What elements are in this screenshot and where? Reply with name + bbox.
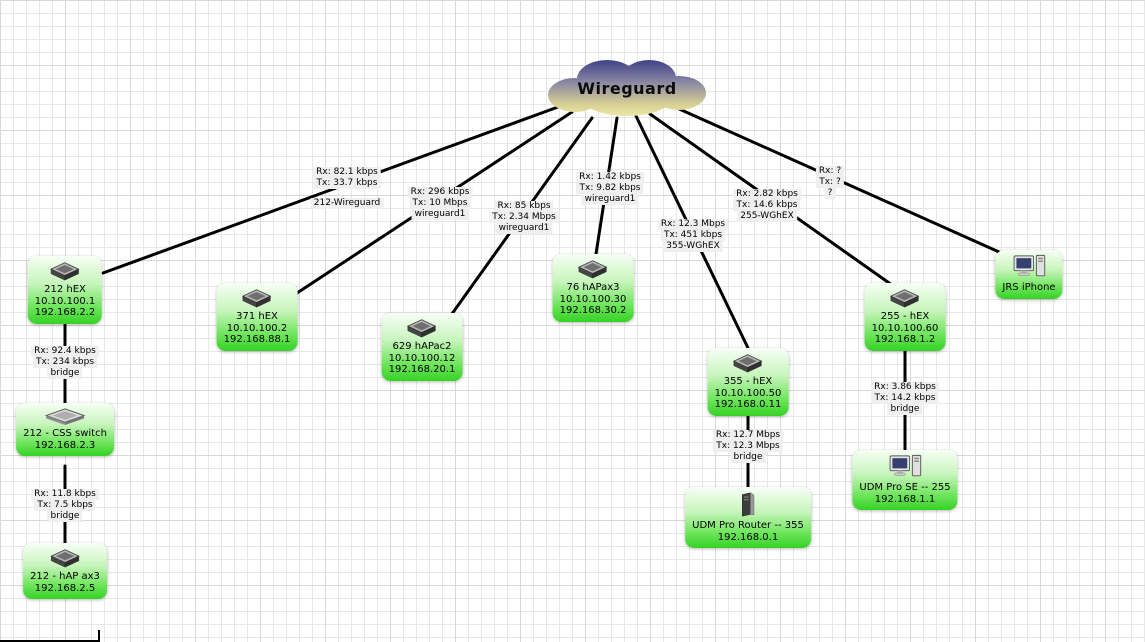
device-name: 212 hEX [44,284,86,295]
device-name: JRS iPhone [1002,282,1056,293]
device-355-hex[interactable]: 355 - hEX 10.10.100.50 192.168.0.11 [707,348,789,416]
device-address: 10.10.100.1 [34,295,96,307]
link-rx: Rx: ? [815,166,845,177]
link-rx: Rx: 11.8 kbps [31,489,99,500]
link-rx: Rx: 2.82 kbps [733,189,801,200]
switch-icon [44,407,86,426]
computer-icon [888,454,922,480]
link-rx: Rx: 12.3 Mbps [657,219,729,230]
link-tx: Tx: 10 Mbps [409,198,471,209]
link-label-212-wireguard[interactable]: Rx: 82.1 kbps Tx: 33.7 kbps 212-Wireguar… [310,167,384,209]
link-tx: Tx: 2.34 Mbps [489,212,559,223]
device-address: 192.168.30.2 [559,305,627,316]
link-label-212hex-bridge[interactable]: Rx: 92.4 kbps Tx: 234 kbps bridge [31,346,99,379]
link-line-cloud-212hex[interactable] [101,105,560,275]
device-address: 10.10.100.50 [714,387,782,399]
link-name: wireguard1 [495,223,553,234]
device-name: 212 - CSS switch [23,428,107,439]
link-name: wireguard1 [411,209,469,220]
link-label-cssswitch-bridge[interactable]: Rx: 11.8 kbps Tx: 7.5 kbps bridge [31,489,99,522]
device-name: 255 - hEX [880,311,930,322]
device-address: 192.168.0.1 [717,531,779,543]
device-address: 192.168.2.3 [34,439,96,451]
cloud-icon [548,60,706,116]
device-address: 10.10.100.60 [871,322,939,334]
link-rx: Rx: 1.42 kbps [576,172,644,183]
device-address: 10.10.100.12 [388,352,456,364]
link-label-629-wireguard1[interactable]: Rx: 85 kbps Tx: 2.34 Mbps wireguard1 [489,201,559,234]
device-name: 355 - hEX [723,376,773,387]
link-tx: Tx: 33.7 kbps [313,178,381,189]
device-address: 10.10.100.2 [226,322,288,334]
link-rx: Rx: 82.1 kbps [313,167,381,178]
link-name: ? [824,188,836,199]
device-212-hap-ax3[interactable]: 212 - hAP ax3 192.168.2.5 [23,543,107,599]
link-name: bridge [730,452,766,463]
device-name: UDM Pro Router -- 355 [692,520,804,531]
tower-router-icon [738,491,757,518]
router-icon [48,260,82,282]
link-label-76-wireguard1[interactable]: Rx: 1.42 kbps Tx: 9.82 kbps wireguard1 [576,172,644,205]
router-icon [405,317,439,339]
device-address: 192.168.1.2 [874,334,936,345]
device-address: 192.168.1.1 [874,493,936,505]
device-jrs-iphone[interactable]: JRS iPhone [995,250,1063,299]
device-udm-pro-router-355[interactable]: UDM Pro Router -- 355 192.168.0.1 [685,487,811,548]
cloud-label: Wireguard [577,79,677,98]
device-name: UDM Pro SE -- 255 [859,482,951,493]
device-address: 192.168.88.1 [223,334,291,345]
link-name: bridge [47,511,83,522]
device-address: 10.10.100.30 [559,293,627,305]
device-name: 212 - hAP ax3 [30,571,100,582]
device-address: 192.168.0.11 [714,399,782,410]
link-tx: Tx: ? [816,177,844,188]
link-tx: Tx: 7.5 kbps [34,500,96,511]
device-address: 192.168.20.1 [388,364,456,375]
link-tx: Tx: 9.82 kbps [576,183,644,194]
device-212-hex[interactable]: 212 hEX 10.10.100.1 192.168.2.2 [27,256,103,324]
link-name: 255-WGhEX [737,211,797,222]
device-name: 371 hEX [236,311,278,322]
device-name: 629 hAPac2 [392,341,452,352]
device-address: 192.168.2.2 [34,307,96,318]
link-name: 212-Wireguard [310,198,384,209]
link-name: wireguard1 [581,194,639,205]
link-rx: Rx: 296 kbps [407,187,473,198]
link-tx: Tx: 12.3 Mbps [713,441,783,452]
link-tx: Tx: 14.6 kbps [733,200,801,211]
router-icon [240,287,274,309]
router-icon [888,287,922,309]
cloud-node-wireguard[interactable]: Wireguard [547,55,707,119]
link-rx: Rx: 12.7 Mbps [712,430,784,441]
device-address: 192.168.2.5 [34,582,96,594]
computer-icon [1012,254,1046,280]
router-icon [576,258,610,280]
link-label-iphone-unknown[interactable]: Rx: ? Tx: ? ? [815,166,845,199]
link-label-355-wghex[interactable]: Rx: 12.3 Mbps Tx: 451 kbps 355-WGhEX [657,219,729,252]
device-371-hex[interactable]: 371 hEX 10.10.100.2 192.168.88.1 [216,283,298,351]
link-name: 355-WGhEX [663,241,723,252]
device-255-hex[interactable]: 255 - hEX 10.10.100.60 192.168.1.2 [864,283,946,351]
device-212-css-switch[interactable]: 212 - CSS switch 192.168.2.3 [16,403,114,456]
device-76-hapax3[interactable]: 76 hAPax3 10.10.100.30 192.168.30.2 [552,254,634,322]
link-rx: Rx: 3.86 kbps [871,382,939,393]
router-icon [731,352,765,374]
link-label-355hex-bridge[interactable]: Rx: 12.7 Mbps Tx: 12.3 Mbps bridge [712,430,784,463]
router-icon [48,547,82,569]
link-label-371-wireguard1[interactable]: Rx: 296 kbps Tx: 10 Mbps wireguard1 [407,187,473,220]
link-name: bridge [47,368,83,379]
link-rx: Rx: 92.4 kbps [31,346,99,357]
link-label-255-wghex[interactable]: Rx: 2.82 kbps Tx: 14.6 kbps 255-WGhEX [733,189,801,222]
device-name: 76 hAPax3 [566,282,620,293]
link-label-255hex-bridge[interactable]: Rx: 3.86 kbps Tx: 14.2 kbps bridge [871,382,939,415]
map-page-boundary [0,630,100,642]
link-tx: Tx: 451 kbps [660,230,726,241]
link-name: bridge [887,404,923,415]
device-udm-pro-se-255[interactable]: UDM Pro SE -- 255 192.168.1.1 [852,450,958,510]
device-629-hapac2[interactable]: 629 hAPac2 10.10.100.12 192.168.20.1 [381,313,463,381]
link-tx: Tx: 234 kbps [32,357,98,368]
link-tx: Tx: 14.2 kbps [871,393,939,404]
link-rx: Rx: 85 kbps [494,201,554,212]
